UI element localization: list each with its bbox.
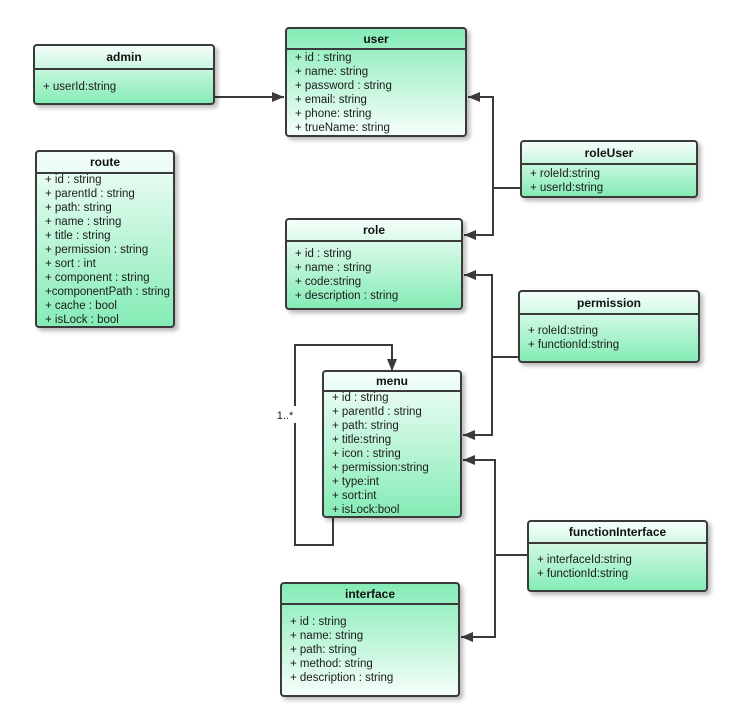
entity-route[interactable]: route+ id : string + parentId : string + p… bbox=[35, 150, 175, 328]
attribute: + id : string bbox=[295, 248, 352, 260]
connector-menu-self-loop bbox=[294, 344, 397, 546]
attribute: + name: string bbox=[295, 65, 369, 78]
attribute: + sort:int bbox=[332, 490, 377, 502]
entity-interface-title: interface bbox=[282, 584, 458, 605]
attribute: + functionId:string bbox=[537, 568, 629, 580]
connector-label-background bbox=[272, 406, 298, 423]
connector-roleUser-to-role bbox=[464, 187, 520, 240]
entity-user[interactable]: user+ id : string+ name: string+ passwor… bbox=[285, 27, 467, 137]
attribute: + parentId : string bbox=[45, 188, 135, 200]
attribute: + path: string bbox=[45, 202, 112, 214]
attribute: + functionId:string bbox=[528, 339, 620, 351]
attribute: + permission : string bbox=[45, 244, 149, 256]
attribute: + icon : string bbox=[332, 448, 401, 460]
entity-roleUser-title: roleUser bbox=[522, 142, 696, 165]
connector-functionInterface-to-interface bbox=[461, 554, 527, 642]
entity-role-attributes: + id : string + name : string + code:strin… bbox=[287, 242, 461, 308]
attribute: + method: string bbox=[290, 658, 373, 670]
entity-permission-title: permission bbox=[520, 292, 698, 315]
connector-permission-to-menu bbox=[463, 356, 518, 440]
attribute: + email: string bbox=[295, 93, 367, 106]
attribute: + name: string bbox=[290, 630, 364, 642]
attribute: + sort : int bbox=[45, 258, 96, 270]
attribute: + userId:string bbox=[530, 181, 604, 194]
attribute: + password : string bbox=[295, 79, 392, 92]
entity-interface[interactable]: interface + id : string + name: string + pa… bbox=[280, 582, 460, 697]
attribute: + isLock:bool bbox=[332, 504, 400, 516]
attribute: + name : string bbox=[45, 216, 122, 228]
entity-roleUser-attributes: + roleId:string+ userId:string bbox=[522, 165, 696, 196]
attribute: + id : string bbox=[295, 51, 352, 64]
attribute: + userId:string bbox=[43, 80, 117, 93]
entity-user-attributes: + id : string+ name: string+ password : … bbox=[287, 50, 465, 135]
attribute: + component : string bbox=[45, 272, 150, 284]
attribute: + phone: string bbox=[295, 107, 372, 120]
entity-admin-title: admin bbox=[35, 46, 213, 70]
attribute: + interfaceId:string bbox=[537, 554, 632, 566]
attribute: + permission:string bbox=[332, 462, 429, 474]
attribute: + roleId:string bbox=[528, 325, 598, 337]
entity-functionInterface-title: functionInterface bbox=[529, 522, 706, 544]
attribute: + description : string bbox=[295, 290, 399, 302]
entity-menu-attributes: + id : string + parentId : string + path: … bbox=[324, 392, 460, 516]
entity-admin[interactable]: admin + userId:string bbox=[33, 44, 215, 105]
entity-route-attributes: + id : string + parentId : string + path: … bbox=[37, 174, 173, 326]
attribute: + id : string bbox=[332, 392, 389, 404]
attribute: + name : string bbox=[295, 262, 372, 274]
attribute: +componentPath : string bbox=[45, 286, 170, 298]
attribute: + title:string bbox=[332, 434, 392, 446]
entity-admin-attributes: + userId:string bbox=[35, 70, 213, 103]
entity-role[interactable]: role + id : string + name : string + code:s… bbox=[285, 218, 463, 310]
entity-user-title: user bbox=[287, 29, 465, 50]
attribute: + parentId : string bbox=[332, 406, 422, 418]
attribute: + id : string bbox=[290, 616, 347, 628]
entity-menu-title: menu bbox=[324, 372, 460, 392]
attribute: + id : string bbox=[45, 174, 102, 186]
attribute: + type:int bbox=[332, 476, 379, 488]
entity-role-title: role bbox=[287, 220, 461, 242]
entity-route-title: route bbox=[37, 152, 173, 174]
entity-permission[interactable]: permission + roleId:string + functionId:st… bbox=[518, 290, 700, 363]
attribute: + path: string bbox=[290, 644, 357, 656]
attribute: + trueName: string bbox=[295, 121, 390, 134]
entity-functionInterface[interactable]: functionInterface + interfaceId:string + f… bbox=[527, 520, 708, 592]
entity-interface-attributes: + id : string + name: string + path: strin… bbox=[282, 605, 458, 695]
entity-permission-attributes: + roleId:string + functionId:string bbox=[520, 315, 698, 361]
attribute: + title : string bbox=[45, 230, 111, 242]
entity-roleUser[interactable]: roleUser+ roleId:string+ userId:string bbox=[520, 140, 698, 198]
attribute: + isLock : bool bbox=[45, 314, 119, 326]
attribute: + code:string bbox=[295, 276, 362, 288]
entity-menu[interactable]: menu+ id : string + parentId : string + pa… bbox=[322, 370, 462, 518]
connector-multiplicity-label: 1..* bbox=[277, 410, 294, 422]
entity-functionInterface-attributes: + interfaceId:string + functionId:string bbox=[529, 544, 706, 590]
attribute: + description : string bbox=[290, 672, 394, 684]
attribute: + roleId:string bbox=[530, 167, 600, 180]
attribute: + path: string bbox=[332, 420, 399, 432]
attribute: + cache : bool bbox=[45, 300, 117, 312]
